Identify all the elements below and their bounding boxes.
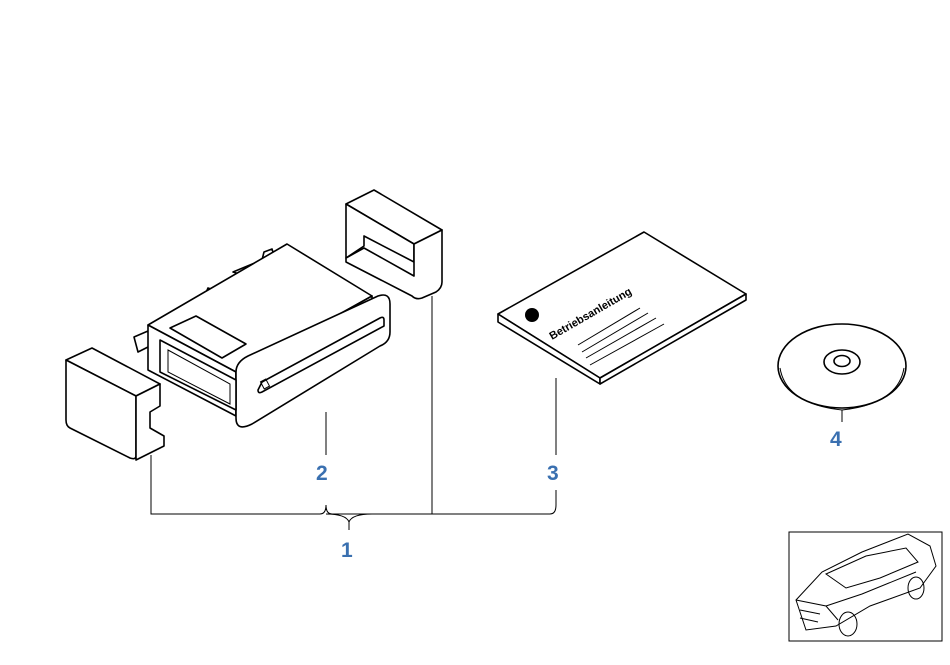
car-thumbnail-icon — [788, 531, 943, 642]
operating-manual[interactable]: Betriebsanleitung — [497, 231, 747, 385]
cd-disc[interactable] — [777, 323, 907, 411]
callout-4[interactable]: 4 — [830, 428, 842, 451]
bmw-roundel-icon — [525, 308, 539, 322]
cd-changer-unit[interactable] — [133, 243, 391, 428]
right-end-cap[interactable] — [345, 189, 443, 300]
left-end-cap[interactable] — [65, 347, 165, 461]
leader-lines — [150, 296, 843, 530]
callout-1[interactable]: 1 — [341, 539, 353, 562]
callout-3[interactable]: 3 — [547, 462, 559, 485]
callout-2[interactable]: 2 — [316, 462, 328, 485]
